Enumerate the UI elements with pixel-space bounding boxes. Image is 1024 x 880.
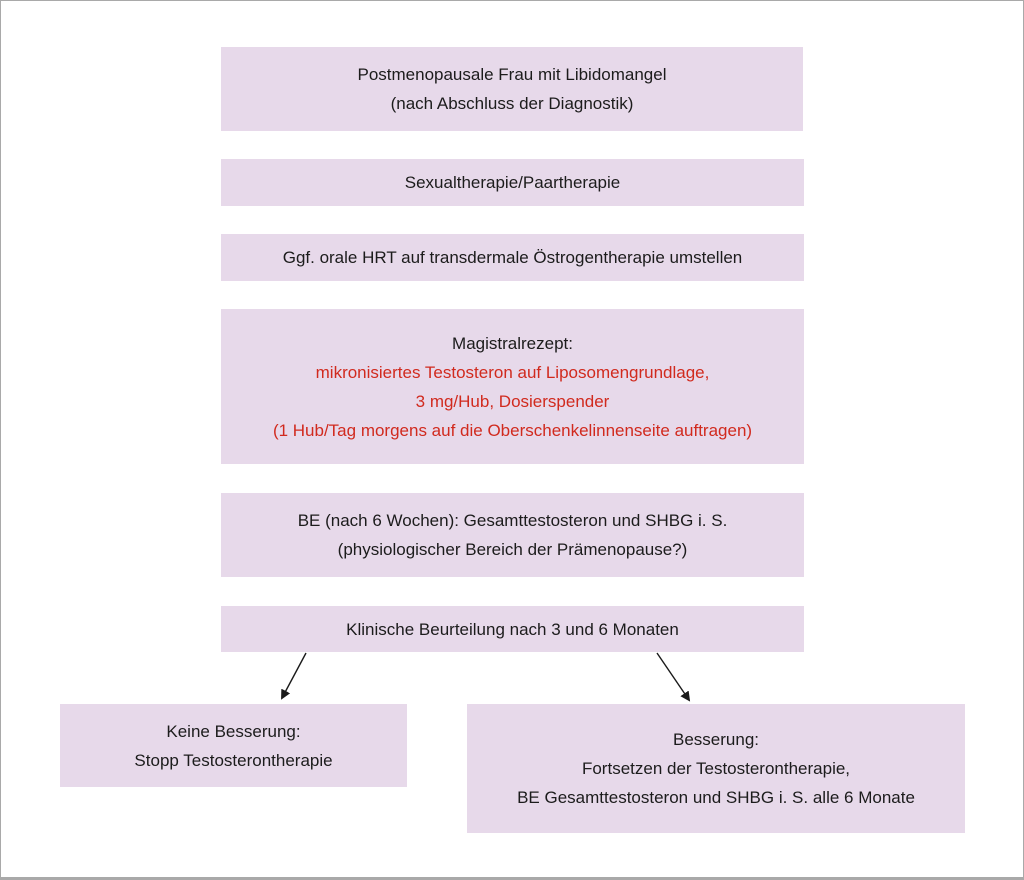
start-line-2: (nach Abschluss der Diagnostik) xyxy=(390,94,634,113)
blood-test-line-2: (physiologischer Bereich der Prämenopaus… xyxy=(337,540,688,559)
hrt-box: Ggf. orale HRT auf transdermale Östrogen… xyxy=(221,234,804,281)
no-improvement-line-1: Keine Besserung: xyxy=(166,721,301,741)
improvement-line-1: Besserung: xyxy=(673,730,759,749)
start-line-1: Postmenopausale Frau mit Libidomangel xyxy=(357,65,667,84)
start-box: Postmenopausale Frau mit Libidomangel (n… xyxy=(221,47,803,131)
prescription-line-1: Magistralrezept: xyxy=(452,333,573,353)
blood-test-line-1: BE (nach 6 Wochen): Gesamttestosteron un… xyxy=(297,511,728,530)
prescription-line-2: mikronisiertes Testosteron auf Liposomen… xyxy=(315,362,710,382)
no-improvement-line-2: Stopp Testosterontherapie xyxy=(134,750,333,770)
improvement-line-2: Fortsetzen der Testosterontherapie, xyxy=(581,759,851,778)
assessment-line: Klinische Beurteilung nach 3 und 6 Monat… xyxy=(346,619,679,639)
prescription-line-3: 3 mg/Hub, Dosierspender xyxy=(415,391,610,411)
no-improvement-box: Keine Besserung: Stopp Testosterontherap… xyxy=(60,704,407,787)
sexual-therapy-line: Sexualtherapie/Paartherapie xyxy=(404,173,621,192)
assessment-box: Klinische Beurteilung nach 3 und 6 Monat… xyxy=(221,606,804,652)
blood-test-box: BE (nach 6 Wochen): Gesamttestosteron un… xyxy=(221,493,804,577)
improvement-box: Besserung: Fortsetzen der Testosteronthe… xyxy=(467,704,965,833)
improvement-line-3: BE Gesamttestosteron und SHBG i. S. alle… xyxy=(517,788,915,807)
hrt-line: Ggf. orale HRT auf transdermale Östrogen… xyxy=(282,248,743,267)
sexual-therapy-box: Sexualtherapie/Paartherapie xyxy=(221,159,804,206)
prescription-line-4: (1 Hub/Tag morgens auf die Oberschenkeli… xyxy=(272,420,753,440)
prescription-box: Magistralrezept: mikronisiertes Testoste… xyxy=(221,309,804,464)
